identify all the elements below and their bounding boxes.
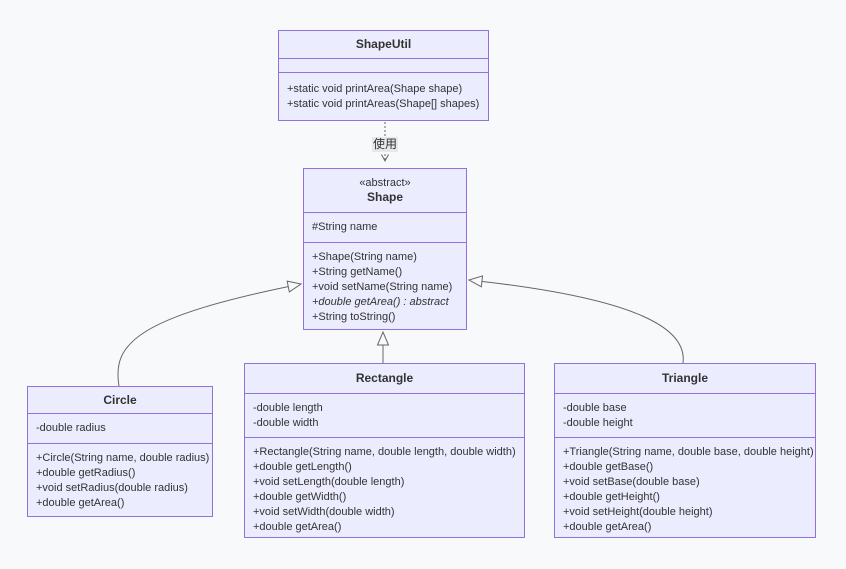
methods-compartment: +static void printArea(Shape shape) +stat… xyxy=(279,73,488,120)
attributes-compartment: #String name xyxy=(304,213,466,243)
methods-compartment: +Circle(String name, double radius) +doub… xyxy=(28,444,212,518)
class-member: +static void printArea(Shape shape) xyxy=(287,83,463,95)
class-member: -double length xyxy=(253,402,323,414)
class-member: +double getArea() : abstract xyxy=(312,296,449,308)
class-member: -double width xyxy=(253,417,319,429)
attributes-compartment: -double length -double width xyxy=(245,394,524,438)
class-title: Circle xyxy=(28,387,212,414)
class-member: +void setHeight(double height) xyxy=(563,506,713,518)
class-title: «abstract» Shape xyxy=(304,169,466,213)
inheritance-edge-triangle-shape xyxy=(469,280,684,364)
class-member: +static void printAreas(Shape[] shapes) xyxy=(287,98,480,110)
class-member: +Rectangle(String name, double length, d… xyxy=(253,446,516,458)
class-member: +void setRadius(double radius) xyxy=(36,482,188,494)
class-name: Rectangle xyxy=(355,371,414,385)
class-title: Rectangle xyxy=(245,364,524,394)
class-member: +double getRadius() xyxy=(36,467,136,479)
class-title: ShapeUtil xyxy=(279,31,488,59)
attributes-compartment: -double radius xyxy=(28,414,212,444)
class-member: +double getArea() xyxy=(36,497,125,509)
class-box-shapeutil: ShapeUtil +static void printArea(Shape s… xyxy=(278,30,489,121)
dependency-edge-label: 使用 xyxy=(371,137,399,152)
class-box-shape: «abstract» Shape #String name +Shape(Str… xyxy=(303,168,467,330)
methods-compartment: +Shape(String name) +String getName() +voi… xyxy=(304,243,466,332)
class-member: +double getWidth() xyxy=(253,491,347,503)
class-member: +double getHeight() xyxy=(563,491,660,503)
class-member: +Triangle(String name, double base, doub… xyxy=(563,446,814,458)
class-member: +double getArea() xyxy=(253,521,342,533)
class-member: +Circle(String name, double radius) xyxy=(36,452,210,464)
class-member: +void setWidth(double width) xyxy=(253,506,395,518)
class-member: -double base xyxy=(563,402,627,414)
class-member: -double height xyxy=(563,417,633,429)
class-member: +double getArea() xyxy=(563,521,652,533)
class-member: +String toString() xyxy=(312,311,396,323)
class-title: Triangle xyxy=(555,364,815,394)
class-name: ShapeUtil xyxy=(355,37,412,51)
class-name: Triangle xyxy=(661,371,708,385)
methods-compartment: +Triangle(String name, double base, doub… xyxy=(555,438,815,542)
class-member: -double radius xyxy=(36,422,106,434)
attributes-compartment: -double base -double height xyxy=(555,394,815,438)
class-box-circle: Circle -double radius +Circle(String nam… xyxy=(27,386,213,517)
class-member: +void setName(String name) xyxy=(312,281,453,293)
class-box-rectangle: Rectangle -double length -double width +R… xyxy=(244,363,525,538)
class-name: Circle xyxy=(103,392,137,407)
methods-compartment: +Rectangle(String name, double length, d… xyxy=(245,438,524,542)
class-member: +String getName() xyxy=(312,266,403,278)
class-name: Shape xyxy=(366,190,403,204)
class-member: +double getBase() xyxy=(563,461,654,473)
class-member: +double getLength() xyxy=(253,461,352,473)
class-box-triangle: Triangle -double base -double height +Tri… xyxy=(554,363,816,538)
class-member: +Shape(String name) xyxy=(312,251,417,263)
class-member: +void setLength(double length) xyxy=(253,476,405,488)
class-stereotype: «abstract» xyxy=(359,177,411,189)
class-member: +void setBase(double base) xyxy=(563,476,700,488)
attributes-compartment xyxy=(279,59,488,73)
class-member: #String name xyxy=(312,221,378,233)
